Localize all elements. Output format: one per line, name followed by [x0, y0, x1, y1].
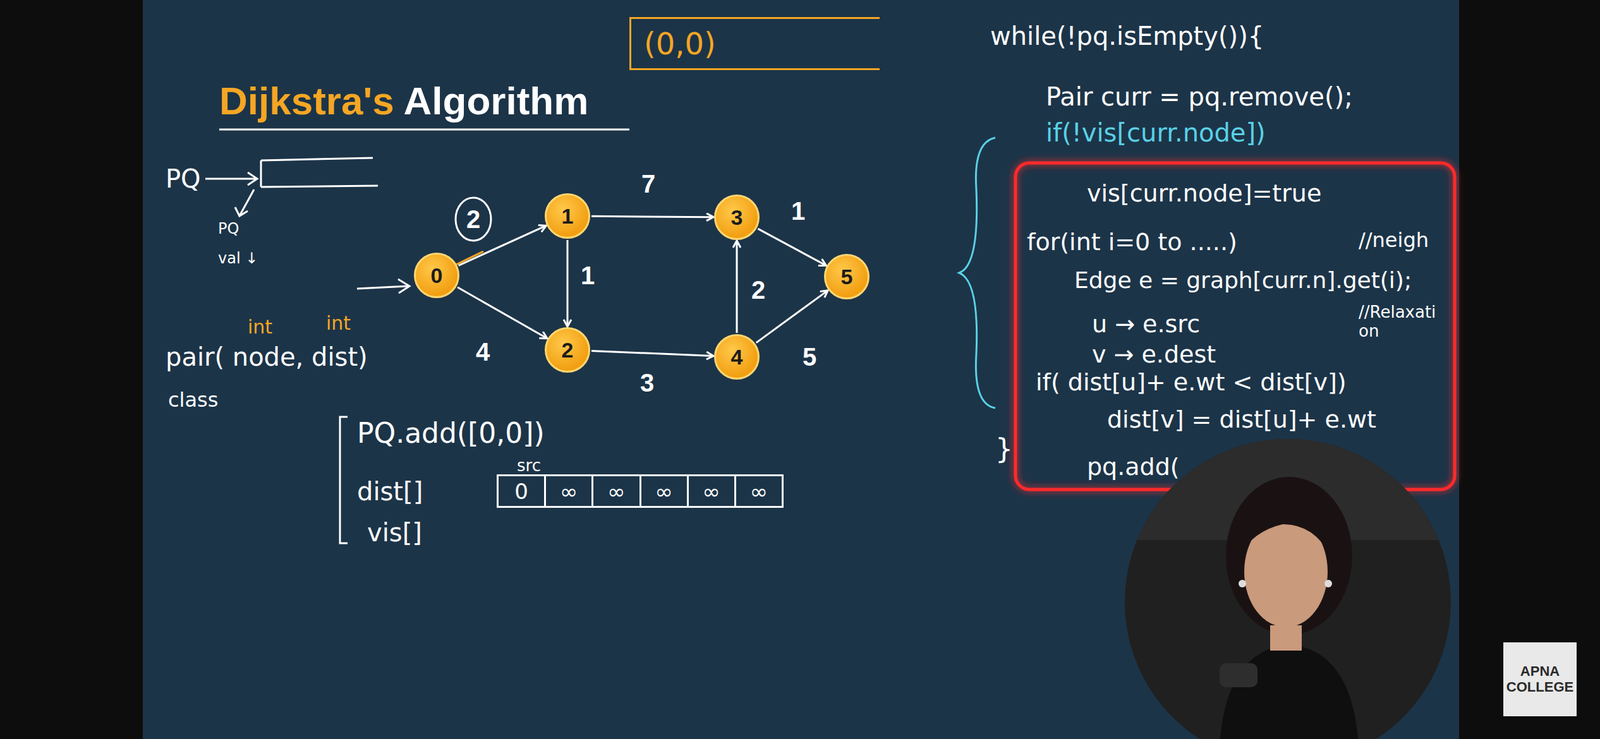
board-note: int — [326, 312, 351, 335]
cyan-brace — [959, 137, 996, 409]
code-line: if(!vis[curr.node]) — [1045, 118, 1266, 148]
edge-weight: 1 — [580, 262, 595, 289]
graph-node: 4 — [714, 334, 760, 380]
graph-node: 0 — [413, 252, 460, 299]
board-note: vis[] — [367, 518, 423, 548]
node-text: (0,0) — [643, 25, 716, 62]
code-line: if( dist[u]+ e.wt < dist[v]) — [1035, 369, 1347, 397]
board-note: pair( node, dist) — [165, 342, 368, 372]
code-line: //neigh — [1358, 228, 1429, 253]
node-text: 2 — [561, 338, 574, 363]
code-line: v → e.dest — [1091, 341, 1216, 370]
board-note: src — [516, 456, 541, 476]
code-line: Edge e = graph[curr.n].get(i); — [1074, 267, 1412, 294]
dist-array: 0∞∞∞∞∞ — [496, 474, 784, 509]
node-text: 0 — [430, 263, 443, 289]
array-cell: ∞ — [591, 476, 639, 507]
board-note: int — [247, 316, 273, 339]
edge-arrow — [457, 287, 547, 339]
graph-node: 1 — [544, 193, 591, 239]
array-cell: ∞ — [686, 476, 735, 507]
node-text: 1 — [561, 204, 574, 229]
graph-node: 3 — [714, 194, 760, 241]
diagram-title: Dijkstra's Algorithm — [219, 78, 589, 124]
edge-weight: 5 — [802, 344, 817, 370]
source-arrow — [357, 279, 410, 294]
board-note: PQ — [165, 164, 201, 194]
array-cell: ∞ — [544, 476, 592, 507]
node-text: APNA COLLEGE — [1506, 664, 1574, 695]
edge-arrow — [736, 241, 739, 334]
code-line: for(int i=0 to .....) — [1026, 228, 1238, 257]
node-text: 3 — [731, 205, 744, 231]
code-line: dist[v] = dist[u]+ e.wt — [1107, 406, 1377, 435]
code-line: pq.add( — [1086, 453, 1180, 482]
board-note: PQ — [218, 220, 239, 239]
array-cell: ∞ — [734, 476, 782, 507]
pq-box: (0,0) — [629, 17, 880, 71]
webcam-view — [1124, 439, 1454, 739]
graph-node: 2 — [544, 327, 591, 373]
edge-arrow — [458, 226, 546, 267]
edge-arrow — [566, 240, 569, 327]
edge-arrow — [757, 228, 826, 266]
title-underline — [219, 128, 630, 131]
array-cell: 0 — [498, 476, 545, 507]
edge-arrow — [591, 351, 713, 357]
board-note: dist[] — [357, 477, 423, 507]
circled-weight — [455, 197, 491, 241]
edge-weight: 2 — [751, 277, 766, 303]
node-text: 5 — [841, 264, 854, 290]
edge-arrow — [591, 216, 713, 217]
graph-node: 5 — [824, 254, 870, 300]
code-line: vis[curr.node]=true — [1086, 180, 1322, 208]
board-note: class — [168, 388, 219, 413]
array-cell: ∞ — [639, 476, 687, 507]
channel-logo: APNA COLLEGE — [1503, 642, 1577, 717]
edge-weight: 7 — [641, 171, 656, 197]
edge-weight: 2 — [466, 206, 481, 232]
code-line: while(!pq.isEmpty()){ — [990, 21, 1264, 51]
code-line: Pair curr = pq.remove(); — [1045, 82, 1353, 112]
edge-arrow — [756, 290, 828, 343]
code-line: //Relaxation — [1358, 303, 1441, 342]
board-note: val ↓ — [218, 250, 258, 268]
edge-weight: 1 — [791, 198, 806, 224]
board-note: PQ.add([0,0]) — [357, 417, 545, 450]
edge-weight: 4 — [475, 339, 490, 365]
node-text: 4 — [731, 345, 744, 370]
code-line: } — [995, 433, 1013, 466]
code-line: u → e.src — [1091, 310, 1200, 339]
edge-weight: 3 — [640, 370, 655, 396]
highlight-box — [1015, 163, 1455, 490]
